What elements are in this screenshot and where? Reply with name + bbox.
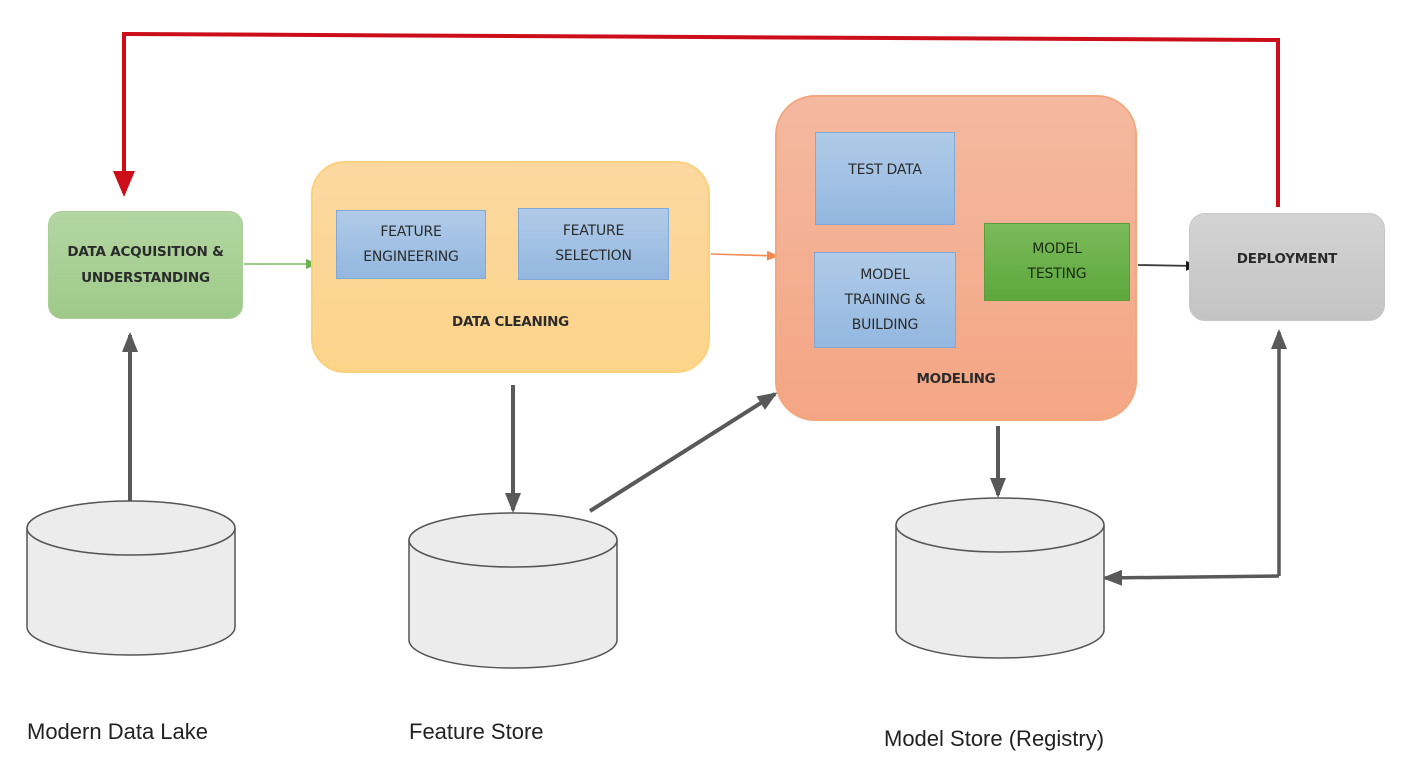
data-acquisition-label: DATA ACQUISITION & UNDERSTANDING <box>67 244 224 286</box>
data-lake-cylinder-icon <box>26 500 236 656</box>
edge-testing-to-deployment <box>1137 260 1198 271</box>
data-lake-label: Modern Data Lake <box>27 719 208 744</box>
model-store-label: Model Store (Registry) <box>884 726 1105 751</box>
edge-feature-store-to-modeling <box>588 392 778 513</box>
data-cleaning-label: DATA CLEANING <box>452 314 569 330</box>
model-training-label: MODEL TRAINING & BUILDING <box>844 266 926 333</box>
feature-selection-label: FEATURE SELECTION <box>555 223 632 264</box>
data-acquisition-stage[interactable]: DATA ACQUISITION & UNDERSTANDING <box>48 211 243 319</box>
feature-engineering-label: FEATURE ENGINEERING <box>363 223 459 265</box>
feature-engineering-box[interactable]: FEATURE ENGINEERING <box>336 210 486 279</box>
deployment-stage[interactable]: DEPLOYMENT <box>1189 213 1385 321</box>
feature-store-cylinder-icon <box>408 512 618 669</box>
test-data-box[interactable]: TEST DATA <box>815 132 955 225</box>
model-testing-box[interactable]: MODEL TESTING <box>984 223 1130 301</box>
deployment-label: DEPLOYMENT <box>1236 251 1338 267</box>
model-testing-label: MODEL TESTING <box>1027 241 1087 282</box>
feature-selection-box[interactable]: FEATURE SELECTION <box>518 208 669 280</box>
test-data-label: TEST DATA <box>848 162 922 178</box>
edge-cleaning-to-modeling <box>710 250 779 261</box>
model-store-cylinder-icon <box>895 497 1105 659</box>
modeling-label: MODELING <box>916 371 996 387</box>
feature-store-label: Feature Store <box>409 719 544 744</box>
edge-model-store-from-deployment <box>1102 569 1280 586</box>
model-training-box[interactable]: MODEL TRAINING & BUILDING <box>814 252 956 348</box>
feedback-arrow <box>113 31 1280 207</box>
